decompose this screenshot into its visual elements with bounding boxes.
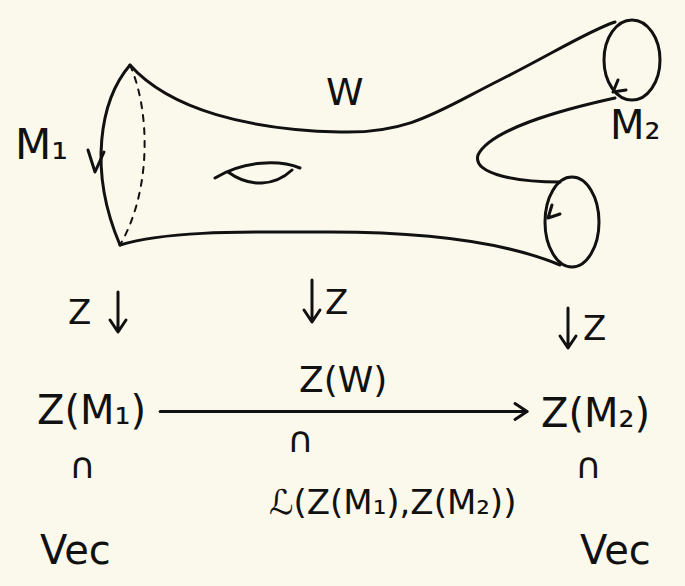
math-label: Z xyxy=(325,285,348,319)
boundary-circle xyxy=(604,20,660,100)
edge-label: Z(W) xyxy=(299,362,387,398)
map-arrow xyxy=(304,280,320,322)
surface-outline xyxy=(477,98,615,182)
math-label: Z xyxy=(68,295,91,329)
math-label: Z xyxy=(583,311,606,345)
math-label: ∩ xyxy=(287,422,313,458)
orientation-arrowhead xyxy=(548,205,560,218)
space-label: Z(M₁) xyxy=(37,390,146,430)
space-label: Z(M₂) xyxy=(541,393,650,433)
boundary-circle xyxy=(545,177,599,267)
math-label: Vec xyxy=(40,530,111,570)
surface-outline xyxy=(120,232,560,265)
space-node: Z(M₂) xyxy=(535,389,656,437)
morphism-arrow xyxy=(160,404,527,420)
map-arrow xyxy=(110,292,126,332)
math-label: M₂ xyxy=(610,105,661,145)
math-label: Vec xyxy=(580,530,651,570)
space-node: Z(M₁) xyxy=(31,386,152,434)
boundary-front-arc xyxy=(101,65,130,245)
math-label: ∩ xyxy=(575,448,601,484)
map-arrow xyxy=(560,308,576,348)
math-label: M₁ xyxy=(15,124,68,166)
orientation-arrowhead xyxy=(613,80,626,92)
math-label: ℒ(Z(M₁),Z(M₂)) xyxy=(269,485,516,519)
orientation-arrowhead xyxy=(88,150,104,172)
math-label: W xyxy=(326,73,364,111)
math-label: ∩ xyxy=(69,448,95,484)
boundary-back-arc xyxy=(120,65,145,245)
surface-outline xyxy=(130,22,615,132)
handle-curve xyxy=(228,170,292,183)
